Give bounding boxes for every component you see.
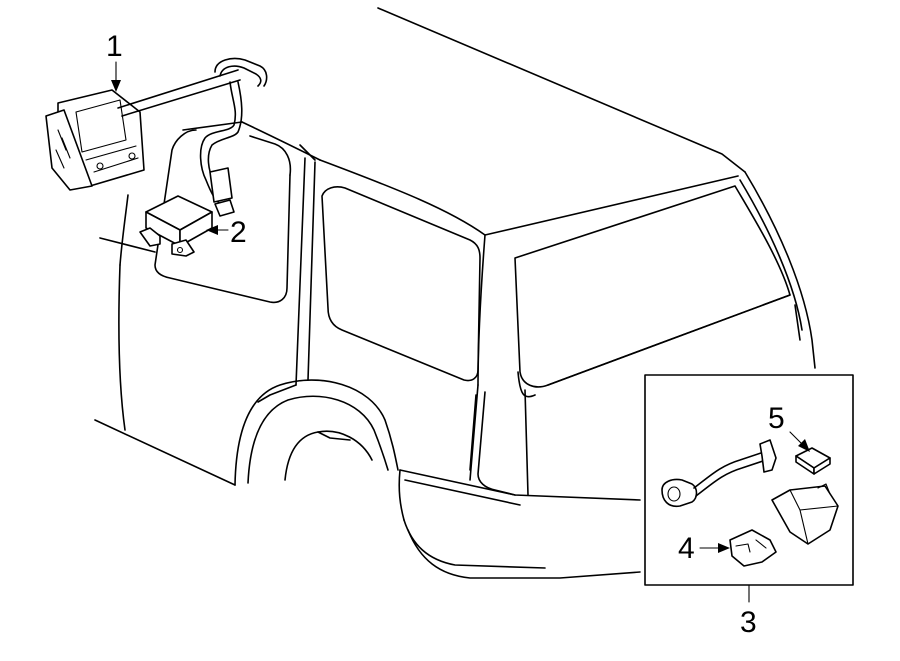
vehicle-body xyxy=(94,7,816,579)
callout-4: 4 xyxy=(678,532,695,565)
callout-1: 1 xyxy=(106,30,123,63)
part-1-radio-module xyxy=(45,89,145,191)
part-2-control-module xyxy=(139,195,213,257)
callout-3: 3 xyxy=(740,606,757,639)
wiring-harness xyxy=(117,57,268,217)
callout-labels: 1 2 3 4 5 xyxy=(106,30,785,639)
camera-housing xyxy=(771,483,839,545)
callout-5: 5 xyxy=(768,402,785,435)
callout-leaders xyxy=(111,61,810,603)
inset-box xyxy=(644,374,854,586)
part-4-bracket xyxy=(729,529,777,567)
part-3-camera-harness xyxy=(661,439,777,508)
callout-2: 2 xyxy=(230,216,247,249)
part-5-pad xyxy=(795,447,831,475)
